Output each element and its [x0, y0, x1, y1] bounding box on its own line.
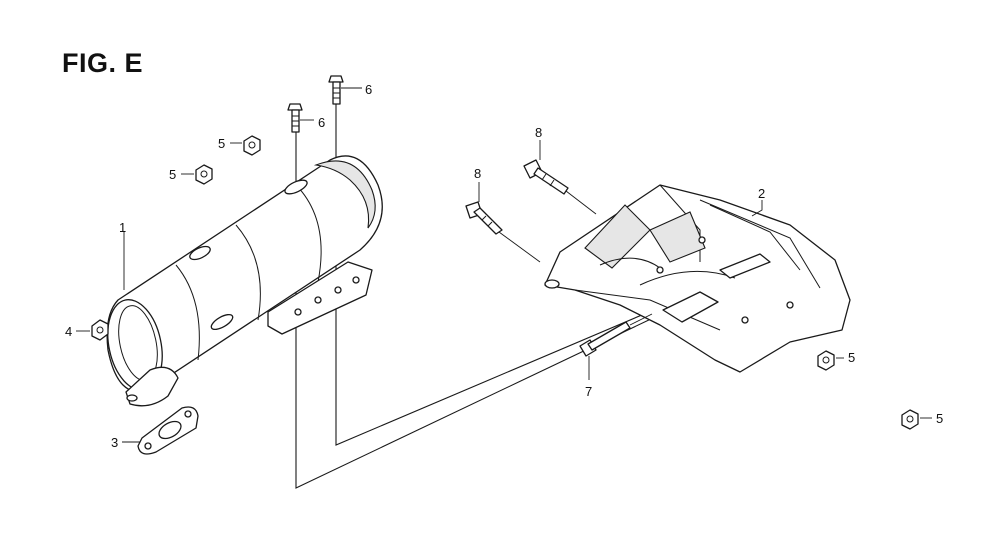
bolt-part-6-a	[287, 103, 303, 133]
nut-part-5-b	[195, 164, 213, 185]
callout-5-b: 5	[169, 167, 176, 182]
callout-8-a: 8	[535, 125, 542, 140]
bolt-part-6-b	[328, 75, 344, 105]
bolt-part-8-a	[523, 159, 597, 215]
muffler-bracket	[544, 184, 851, 373]
callout-6-a: 6	[318, 115, 325, 130]
callout-6-b: 6	[365, 82, 372, 97]
callout-7: 7	[585, 384, 592, 399]
nut-part-5-c	[817, 350, 835, 371]
callout-3: 3	[111, 435, 118, 450]
callout-4: 4	[65, 324, 72, 339]
bolt-part-7	[579, 313, 653, 357]
callout-2: 2	[758, 186, 765, 201]
callout-1: 1	[119, 220, 126, 235]
bolt-part-8-b	[465, 201, 541, 263]
callout-5-a: 5	[218, 136, 225, 151]
muffler-protector	[106, 155, 383, 407]
callout-8-b: 8	[474, 166, 481, 181]
figure-title: FIG. E	[62, 48, 144, 78]
nut-part-5-a	[243, 135, 261, 156]
nut-part-4	[91, 319, 109, 341]
callout-5-d: 5	[936, 411, 943, 426]
callout-leaders	[76, 87, 932, 443]
nut-part-5-d	[901, 409, 919, 430]
callout-5-c: 5	[848, 350, 855, 365]
callout-labels: 1 2 3 4 5 5 5 5 6 6 7 8 8	[65, 82, 943, 450]
gasket	[137, 406, 199, 455]
